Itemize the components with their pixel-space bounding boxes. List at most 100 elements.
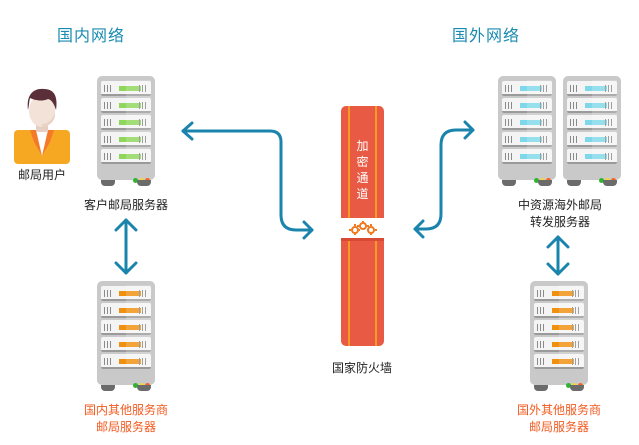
status-bar [585, 86, 607, 91]
server-unit [567, 149, 617, 164]
server-foot [502, 180, 516, 186]
status-bar [520, 154, 542, 159]
status-bar [585, 137, 607, 142]
server-unit [534, 354, 584, 369]
vent [605, 119, 614, 126]
green-light [566, 383, 571, 388]
server-foot [567, 180, 581, 186]
firewall-upper: 加密通道 [341, 106, 384, 218]
vent [104, 341, 113, 348]
status-bar [520, 86, 542, 91]
tunnel-char: 密 [356, 155, 369, 169]
vent [605, 136, 614, 143]
status-bar [119, 291, 141, 296]
vent [139, 341, 148, 348]
server-foot [538, 180, 552, 186]
status-bar [552, 359, 574, 364]
server-unit [567, 115, 617, 130]
vent [605, 102, 614, 109]
vent [139, 307, 148, 314]
status-bar [552, 291, 574, 296]
vent [505, 136, 514, 143]
vent [537, 324, 546, 331]
vent [540, 102, 549, 109]
vent [505, 102, 514, 109]
server-unit [502, 81, 552, 96]
server-unit [101, 132, 151, 147]
status-bar [520, 137, 542, 142]
server-unit [534, 320, 584, 335]
status-bar [520, 103, 542, 108]
client-mail-server [97, 76, 155, 190]
vent [537, 358, 546, 365]
arrowhead-domestic-down [114, 261, 138, 275]
status-bar [585, 120, 607, 125]
green-light [133, 178, 138, 183]
vent [104, 324, 113, 331]
vent [104, 307, 113, 314]
vent [104, 102, 113, 109]
vent [540, 153, 549, 160]
server-unit [502, 149, 552, 164]
arrowhead-client [181, 121, 194, 141]
status-bar [119, 120, 141, 125]
firewall-label: 国家防火墙 [331, 361, 392, 375]
vent [505, 153, 514, 160]
server-unit [101, 320, 151, 335]
relay-label-line2: 转发服务器 [529, 215, 590, 229]
vent [139, 324, 148, 331]
vent [537, 341, 546, 348]
server-unit [534, 337, 584, 352]
vent [139, 358, 148, 365]
vent [570, 102, 579, 109]
vent [139, 102, 148, 109]
firewall-lower [341, 238, 384, 346]
foreign-network-title: 国外网络 [452, 26, 521, 45]
relay-server-2 [563, 76, 621, 190]
vent [605, 153, 614, 160]
vent [572, 290, 581, 297]
server-foot [101, 385, 115, 391]
vent [540, 136, 549, 143]
tunnel-char: 通 [356, 171, 369, 185]
domestic-other-label-line1: 国内其他服务商 [83, 403, 168, 417]
status-bar [119, 86, 141, 91]
vent [537, 307, 546, 314]
server-unit [101, 98, 151, 113]
arrow-firewall-relay [413, 128, 475, 231]
server-unit [502, 98, 552, 113]
vent [537, 290, 546, 297]
arrowhead-firewall-right [413, 219, 425, 239]
server-unit [101, 115, 151, 130]
server-unit [534, 303, 584, 318]
vent [540, 85, 549, 92]
foreign-other-label-line1: 国外其他服务商 [516, 403, 601, 417]
vent [505, 119, 514, 126]
server-unit [534, 286, 584, 301]
arrowhead-relay [463, 120, 475, 140]
status-bar [585, 103, 607, 108]
mail-user-label: 邮局用户 [17, 168, 66, 182]
relay-servers-label: 中资源海外邮局 转发服务器 [490, 197, 630, 231]
arrowhead-relay-up [546, 235, 570, 249]
vent [540, 119, 549, 126]
vent [570, 136, 579, 143]
vent [104, 290, 113, 297]
vent [139, 290, 148, 297]
server-unit [567, 132, 617, 147]
foreign-other-label: 国外其他服务商 邮局服务器 [489, 402, 629, 436]
server-unit [101, 149, 151, 164]
server-foot [534, 385, 548, 391]
client-mail-server-label: 客户邮局服务器 [83, 198, 168, 212]
vent [570, 119, 579, 126]
green-light [599, 178, 604, 183]
status-bar [119, 154, 141, 159]
status-bar [119, 325, 141, 330]
server-unit [101, 286, 151, 301]
server-unit [502, 115, 552, 130]
green-light [133, 383, 138, 388]
vent [139, 136, 148, 143]
server-unit [101, 354, 151, 369]
status-bar [552, 342, 574, 347]
server-unit [567, 81, 617, 96]
